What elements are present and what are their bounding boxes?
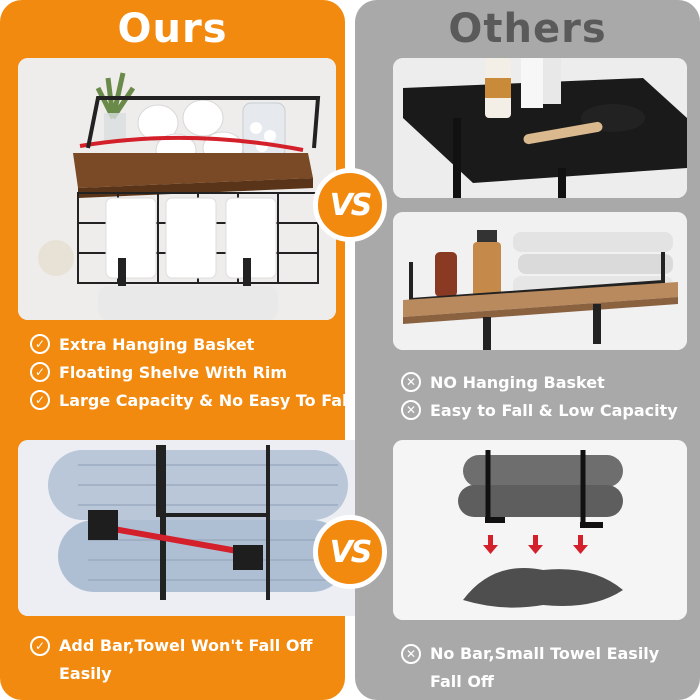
feature-text: Floating Shelve With Rim xyxy=(59,362,288,382)
ours-bottom-feature: ✓ Add Bar,Towel Won't Fall Off Easily xyxy=(30,632,330,688)
ours-feature-item: ✓ Large Capacity & No Easy To Falls xyxy=(30,386,363,414)
x-circle-icon: ✕ xyxy=(401,372,421,392)
ours-feature-item: ✓ Extra Hanging Basket xyxy=(30,330,363,358)
others-towel-falling-photo xyxy=(393,440,687,620)
check-circle-icon: ✓ xyxy=(30,390,50,410)
black-shelf-illustration xyxy=(393,58,687,198)
vs-label: VS xyxy=(329,187,373,223)
wood-shelf-illustration xyxy=(393,212,687,350)
ours-shelf-photo xyxy=(18,58,336,320)
down-arrow-icon xyxy=(483,535,588,554)
vs-badge: VS xyxy=(313,168,387,242)
ours-feature-item: ✓ Floating Shelve With Rim xyxy=(30,358,363,386)
others-bottom-feature: ✕ No Bar,Small Towel Easily Fall Off xyxy=(401,640,691,696)
ours-towel-bar-photo xyxy=(18,440,356,616)
check-circle-icon: ✓ xyxy=(30,636,50,656)
feature-text: No Bar,Small Towel Easily Fall Off xyxy=(430,644,660,691)
towel-bar-illustration xyxy=(18,440,356,616)
feature-text: NO Hanging Basket xyxy=(430,372,605,392)
ours-feature-list: ✓ Extra Hanging Basket ✓ Floating Shelve… xyxy=(30,330,363,414)
ours-feature-item: ✓ Add Bar,Towel Won't Fall Off Easily xyxy=(30,632,330,688)
towel-falling-illustration xyxy=(393,440,687,620)
check-circle-icon: ✓ xyxy=(30,334,50,354)
others-panel: Others xyxy=(355,0,700,700)
others-black-shelf-photo xyxy=(393,58,687,198)
vs-label: VS xyxy=(329,534,373,570)
vs-badge: VS xyxy=(313,515,387,589)
others-feature-list: ✕ NO Hanging Basket ✕ Easy to Fall & Low… xyxy=(401,368,678,424)
x-circle-icon: ✕ xyxy=(401,644,421,664)
ours-heading: Ours xyxy=(117,6,228,52)
others-feature-item: ✕ NO Hanging Basket xyxy=(401,368,678,396)
others-feature-item: ✕ Easy to Fall & Low Capacity xyxy=(401,396,678,424)
x-circle-icon: ✕ xyxy=(401,400,421,420)
others-feature-item: ✕ No Bar,Small Towel Easily Fall Off xyxy=(401,640,691,696)
others-heading: Others xyxy=(448,6,607,52)
feature-text: Add Bar,Towel Won't Fall Off Easily xyxy=(59,636,313,683)
ours-panel: Ours xyxy=(0,0,363,700)
others-wood-shelf-photo xyxy=(393,212,687,350)
feature-text: Easy to Fall & Low Capacity xyxy=(430,400,678,420)
feature-text: Large Capacity & No Easy To Falls xyxy=(59,390,363,410)
shelf-basket-illustration xyxy=(18,58,336,320)
feature-text: Extra Hanging Basket xyxy=(59,334,255,354)
check-circle-icon: ✓ xyxy=(30,362,50,382)
